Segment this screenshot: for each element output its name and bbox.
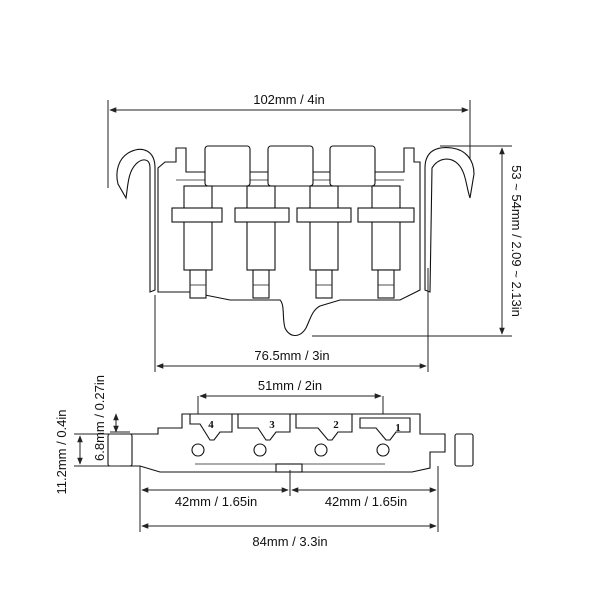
label-height-range: 53 ~ 54mm / 2.09 ~ 2.13in bbox=[509, 165, 524, 317]
saddle-number-2: 2 bbox=[333, 419, 339, 431]
label-base-width: 76.5mm / 3in bbox=[254, 348, 329, 363]
screw-assembly-2 bbox=[296, 185, 352, 299]
label-saddle-height: 6.8mm / 0.27in bbox=[92, 375, 107, 461]
saddle-number-4: 4 bbox=[208, 419, 214, 431]
label-total-height: 11.2mm / 0.4in bbox=[54, 409, 69, 494]
top-view: 102mm / 4in bbox=[107, 92, 524, 372]
label-overall-width: 102mm / 4in bbox=[253, 92, 325, 107]
label-string-spacing: 51mm / 2in bbox=[258, 378, 322, 393]
saddle-4 bbox=[189, 413, 233, 441]
saddle-1 bbox=[359, 417, 411, 441]
saddle-block-2 bbox=[329, 145, 376, 187]
base-plate bbox=[157, 147, 421, 337]
screw-assembly-4 bbox=[171, 185, 223, 299]
label-mount-span: 84mm / 3.3in bbox=[252, 534, 327, 549]
saddle-number-1: 1 bbox=[395, 422, 401, 434]
side-center-pin bbox=[275, 463, 303, 473]
label-half-span-right: 42mm / 1.65in bbox=[325, 494, 407, 509]
saddle-2 bbox=[295, 413, 353, 441]
saddle-block-4 bbox=[204, 145, 251, 187]
hole-1 bbox=[376, 443, 390, 457]
screw-assembly-1 bbox=[357, 185, 415, 299]
side-tab-right bbox=[454, 433, 474, 467]
hole-2 bbox=[314, 443, 328, 457]
saddle-block-3 bbox=[267, 145, 314, 187]
saddle-3 bbox=[237, 413, 291, 441]
label-half-span-left: 42mm / 1.65in bbox=[175, 494, 257, 509]
screw-assembly-3 bbox=[234, 185, 290, 299]
side-tab-left bbox=[107, 433, 133, 467]
side-view: 51mm / 2in 4 3 2 1 6.8mm / 0.27in 11.2mm… bbox=[54, 375, 474, 549]
hole-4 bbox=[191, 443, 205, 457]
right-hook bbox=[424, 146, 475, 293]
saddle-number-3: 3 bbox=[269, 419, 275, 431]
hole-3 bbox=[253, 443, 267, 457]
left-hook bbox=[116, 148, 156, 293]
